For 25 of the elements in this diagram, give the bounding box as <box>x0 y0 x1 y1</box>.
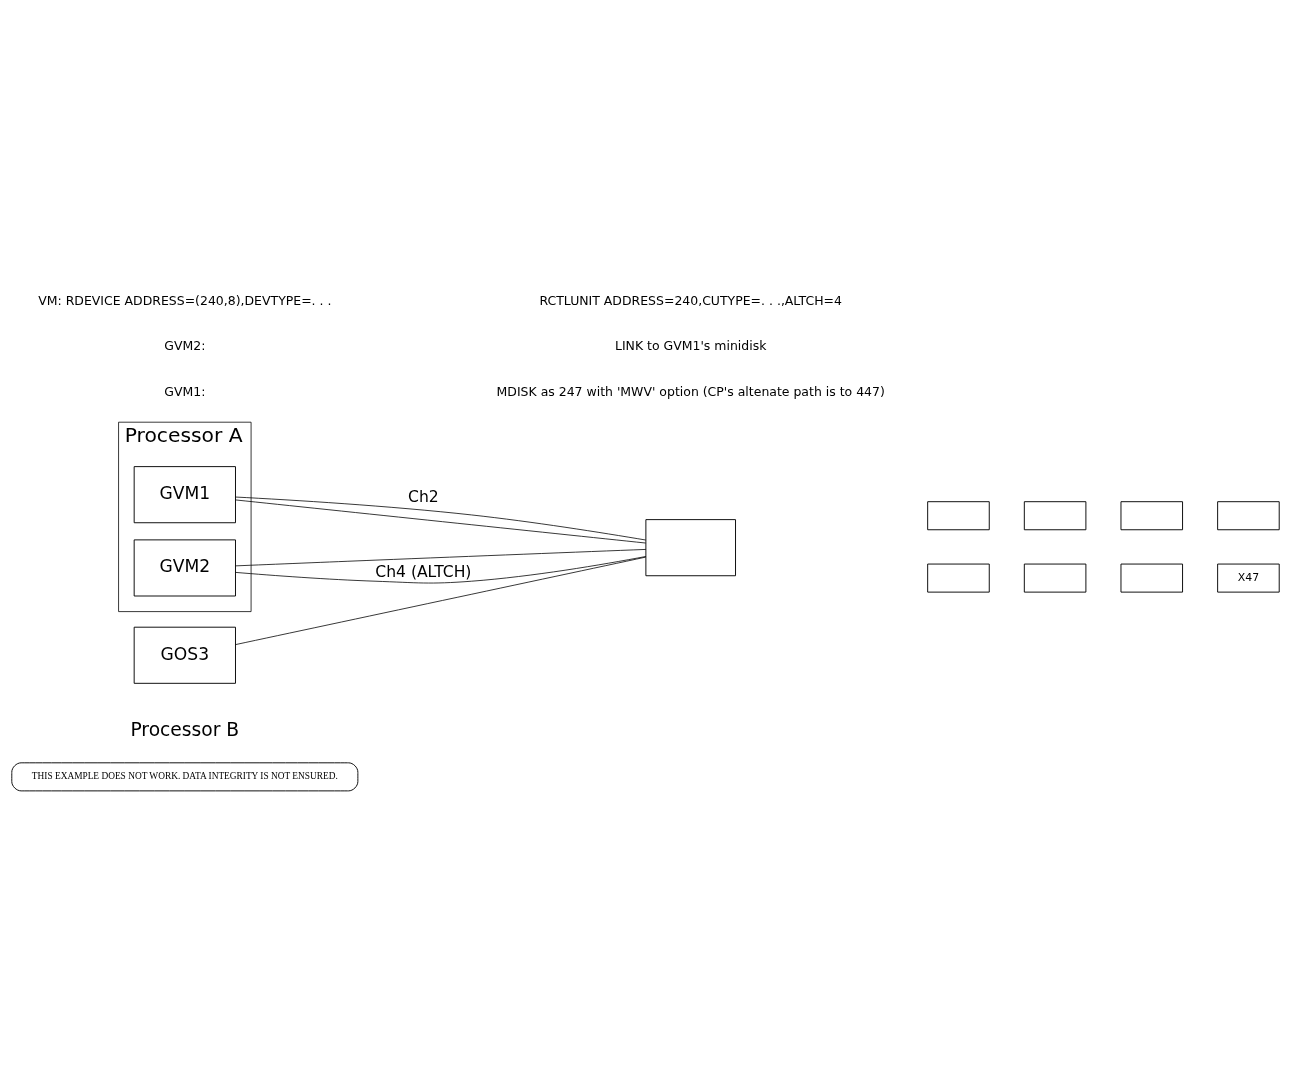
label: MDISK as 247 with 'MWV' option (CP's altenate path is to 447) <box>496 383 885 399</box>
node-box <box>1120 563 1184 593</box>
node-box <box>1023 563 1087 593</box>
label: VM: RDEVICE ADDRESS=(240,8),DEVTYPE=. . . <box>38 292 332 308</box>
connector <box>235 556 647 645</box>
label: RCTLUNIT ADDRESS=240,CUTYPE=. . .,ALTCH=4 <box>539 292 842 308</box>
node-box <box>645 518 736 576</box>
node-box <box>1120 500 1184 530</box>
node-box: GVM2 <box>133 538 236 596</box>
node-box <box>1217 500 1280 530</box>
node-box: THIS EXAMPLE DOES NOT WORK. DATA INTEGRITY IS NOT ENSURED. <box>11 761 359 791</box>
label: GVM2: <box>164 337 206 353</box>
label: GVM1: <box>164 383 206 399</box>
node-box: X47 <box>1217 563 1280 593</box>
node-box: GOS3 <box>133 626 236 684</box>
label: LINK to GVM1's minidisk <box>615 337 767 353</box>
connector <box>235 548 647 566</box>
edge-label: Ch2 <box>408 487 439 506</box>
node-box <box>927 500 990 530</box>
connector <box>235 555 647 583</box>
node-box: GVM1 <box>133 465 236 523</box>
node-label: Processor B <box>130 718 240 740</box>
node-box <box>927 563 990 593</box>
edge-label: Ch4 (ALTCH) <box>375 562 472 581</box>
node-box <box>1023 500 1087 530</box>
